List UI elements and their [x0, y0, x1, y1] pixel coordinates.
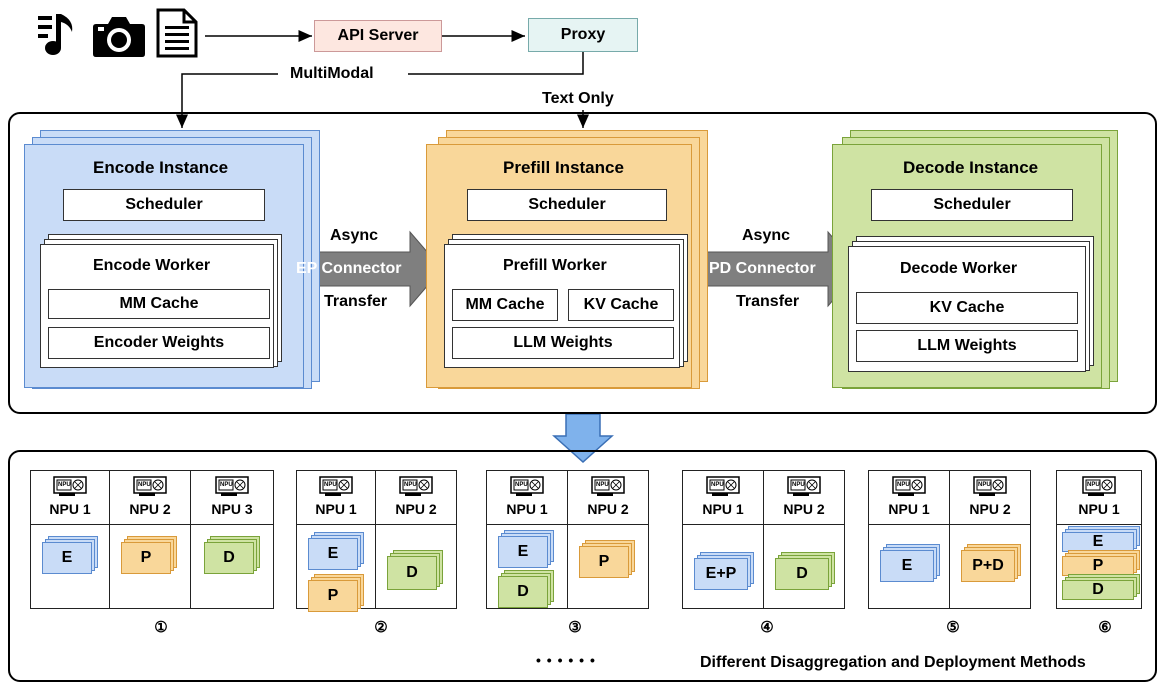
npu-chip-label: NPU — [1087, 482, 1100, 488]
pd-async-label: Async — [742, 227, 791, 244]
prefill-kv-cache: KV Cache — [568, 289, 674, 321]
ep-connector-label: EP Connector — [296, 260, 402, 277]
npu-label: NPU 2 — [783, 501, 825, 517]
npu-label: NPU 2 — [587, 501, 629, 517]
npu-label: NPU 2 — [969, 501, 1011, 517]
npu-card-icon — [399, 476, 433, 498]
deployment-methods-frame — [8, 450, 1157, 682]
api-server-box: API Server — [314, 20, 442, 52]
document-icon — [156, 8, 198, 58]
deployment-card-p: P — [308, 580, 358, 612]
method-number: ② — [374, 619, 388, 636]
npu-label: NPU 2 — [129, 501, 171, 517]
npu-chip-label: NPU — [596, 482, 609, 488]
deployment-card-p: P — [121, 542, 171, 574]
prefill-llm-weights: LLM Weights — [452, 327, 674, 359]
decode-kv-cache: KV Cache — [856, 292, 1078, 324]
proxy-to-encode-line — [408, 52, 584, 75]
npu-card-icon — [1082, 476, 1116, 498]
multimodal-label: MultiModal — [290, 65, 374, 82]
deployment-card-d: D — [775, 558, 829, 590]
npu-label: NPU 1 — [702, 501, 744, 517]
npu-chip-label: NPU — [515, 482, 528, 488]
deployment-card-d: D — [387, 556, 437, 590]
npu-chip-label: NPU — [404, 482, 417, 488]
encoder-weights: Encoder Weights — [48, 327, 270, 359]
decode-scheduler: Scheduler — [871, 189, 1073, 221]
ellipsis: • • • • • • — [536, 652, 596, 668]
npu-chip-label: NPU — [711, 482, 724, 488]
multimodal-to-encode-arrow — [176, 73, 278, 128]
ep-async-label: Async — [330, 227, 379, 244]
npu-card-icon — [892, 476, 926, 498]
ep-transfer-label: Transfer — [324, 293, 388, 310]
decode-worker-title: Decode Worker — [900, 260, 1018, 277]
deployment-card-e: E — [880, 550, 934, 582]
pd-connector-label: PD Connector — [709, 260, 816, 277]
npu-label: NPU 3 — [211, 501, 253, 517]
deployment-card-e: E — [308, 538, 358, 570]
down-arrow — [552, 413, 614, 464]
npu-chip-label: NPU — [138, 482, 151, 488]
npu-card-icon — [510, 476, 544, 498]
deployment-card-e: E — [1062, 532, 1134, 552]
npu-card-icon — [973, 476, 1007, 498]
camera-icon — [92, 14, 146, 58]
encode-instance-title: Encode Instance — [93, 158, 229, 177]
npu-card-icon — [53, 476, 87, 498]
method-number: ① — [154, 619, 168, 636]
deployment-card-p-d: P+D — [961, 550, 1015, 582]
deployment-card-d: D — [1062, 580, 1134, 600]
npu-label: NPU 1 — [1078, 501, 1120, 517]
deployment-card-d: D — [204, 542, 254, 574]
prefill-mm-cache: MM Cache — [452, 289, 558, 321]
npu-label: NPU 1 — [49, 501, 91, 517]
method-number: ③ — [568, 619, 582, 636]
npu-card-icon — [215, 476, 249, 498]
deployment-card-e: E — [42, 542, 92, 574]
architecture-frame — [8, 112, 1157, 414]
deployment-card-e-p: E+P — [694, 558, 748, 590]
prefill-scheduler: Scheduler — [467, 189, 667, 221]
methods-caption: Different Disaggregation and Deployment … — [700, 654, 1086, 671]
deployment-card-p: P — [1062, 556, 1134, 576]
npu-card-icon — [591, 476, 625, 498]
npu-chip-label: NPU — [324, 482, 337, 488]
npu-card-icon — [706, 476, 740, 498]
npu-chip-label: NPU — [897, 482, 910, 488]
deployment-card-p: P — [579, 546, 629, 578]
prefill-instance-title: Prefill Instance — [503, 158, 624, 177]
method-number: ④ — [760, 619, 774, 636]
npu-chip-label: NPU — [792, 482, 805, 488]
npu-card-icon — [787, 476, 821, 498]
npu-label: NPU 1 — [315, 501, 357, 517]
npu-chip-label: NPU — [220, 482, 233, 488]
encode-worker-title: Encode Worker — [93, 257, 211, 274]
proxy-box: Proxy — [528, 18, 638, 52]
decode-instance-title: Decode Instance — [903, 158, 1039, 177]
pd-transfer-label: Transfer — [736, 293, 800, 310]
method-number: ⑤ — [946, 619, 960, 636]
npu-chip-label: NPU — [978, 482, 991, 488]
encode-scheduler: Scheduler — [63, 189, 265, 221]
npu-chip-label: NPU — [58, 482, 71, 488]
decode-llm-weights: LLM Weights — [856, 330, 1078, 362]
npu-label: NPU 2 — [395, 501, 437, 517]
npu-card-icon — [319, 476, 353, 498]
deployment-card-e: E — [498, 536, 548, 568]
deployment-card-d: D — [498, 576, 548, 608]
method-number: ⑥ — [1098, 619, 1112, 636]
text-only-label: Text Only — [542, 90, 614, 107]
npu-card-icon — [133, 476, 167, 498]
npu-label: NPU 1 — [888, 501, 930, 517]
prefill-worker-title: Prefill Worker — [503, 257, 607, 274]
npu-label: NPU 1 — [506, 501, 548, 517]
encode-mm-cache: MM Cache — [48, 289, 270, 319]
music-note-icon — [38, 12, 82, 58]
